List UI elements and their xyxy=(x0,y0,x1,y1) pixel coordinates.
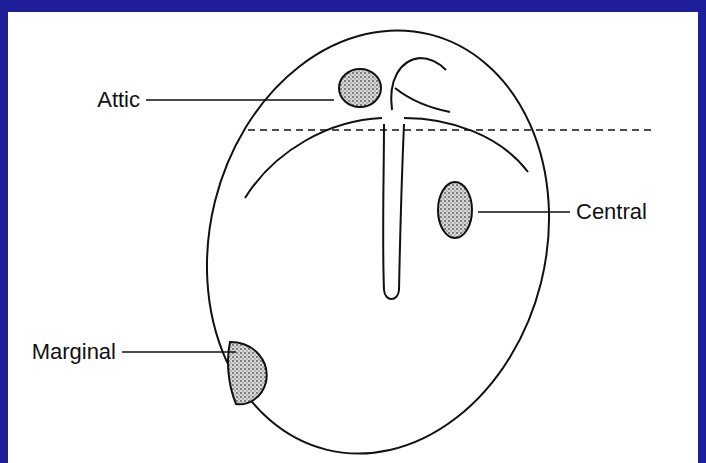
part-label: Attic xyxy=(97,89,140,111)
anterior-fold xyxy=(245,118,382,198)
attic-fold xyxy=(395,88,450,112)
malleus-handle xyxy=(383,124,404,299)
part-label: Central xyxy=(576,201,647,223)
leader-line xyxy=(478,211,570,213)
part-label: Marginal xyxy=(32,341,116,363)
tympanic-membrane xyxy=(163,0,593,463)
posterior-fold xyxy=(404,118,528,172)
leader-line xyxy=(146,99,334,101)
leader-line xyxy=(122,351,236,353)
dashed-divider xyxy=(248,129,652,131)
central-perforation xyxy=(438,182,472,238)
attic-perforation xyxy=(339,69,381,107)
